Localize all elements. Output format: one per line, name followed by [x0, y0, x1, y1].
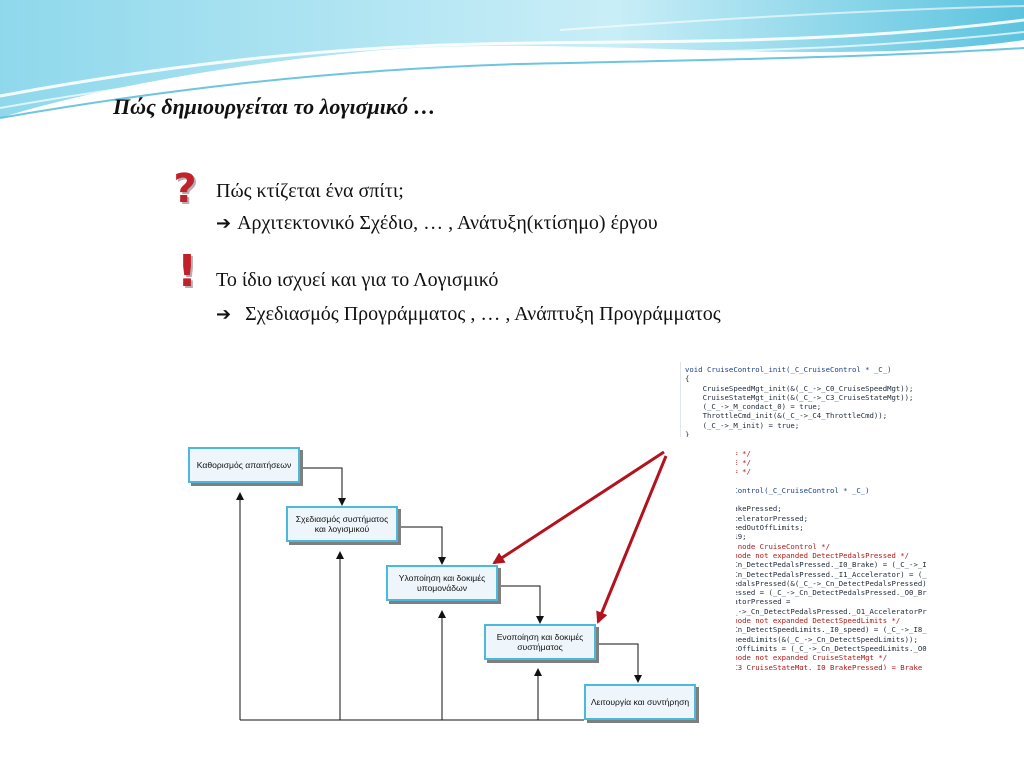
box-unit-implementation: Υλοποίηση και δοκιμές υπομονάδων	[386, 565, 498, 601]
code-line: }	[685, 430, 690, 440]
code-line: (_C_->_Cn_DetectPedalsPressed._O1_Accele…	[685, 606, 927, 616]
code-line: CruiseSpeedMgt_init(&(_C_->_C0_CruiseSpe…	[685, 383, 914, 393]
box-operation-maintenance: Λειτουργία και συντήρηση	[584, 684, 696, 720]
code-line: CruiseStateMgt_init(&(_C_->_C3_CruiseSta…	[685, 392, 914, 402]
flow-arrow-2	[390, 526, 446, 565]
code-line: {	[685, 374, 690, 384]
box-integration-testing: Ενοποίηση και δοκιμές συστήματος	[484, 624, 596, 660]
box-requirements: Καθορισμός απαιτήσεων	[188, 447, 300, 483]
flow-arrow-4	[588, 643, 642, 683]
top-wave-decoration	[0, 0, 1024, 119]
code-line: ThrottleCmd_init(&(_C_->_C4_ThrottleCmd)…	[685, 411, 888, 421]
slide-title: Πώς δημιουργείται το λογισμικό …	[113, 94, 436, 119]
svg-text:?: ?	[175, 168, 198, 212]
exclamation-mark-icon: ! !	[177, 246, 199, 294]
code-line: DetectSpeedLimits(&(_C_->_Cn_DetectSpeed…	[685, 634, 918, 644]
software-statement-line: Το ίδιο ισχυεί και για το Λογισμικό	[216, 269, 498, 292]
flow-arrow-1	[292, 467, 346, 506]
code-line: (_C_->_C3_CruiseStateMgt._I0_BrakePresse…	[685, 662, 923, 671]
code-line: (_C_->_Cn_DetectSpeedLimits._I0_speed) =…	[685, 625, 927, 635]
code-line: (_C_->_Cn_DetectPedalsPressed._I0_Brake)…	[685, 560, 927, 570]
line-text: Το ίδιο ισχυεί και για το Λογισμικό	[216, 269, 499, 291]
diagram-connectors	[236, 467, 642, 721]
box-system-design: Σχεδιασμός συστήματος και λογισμικού	[286, 506, 398, 542]
line-text: Αρχιτεκτονικό Σχέδιο, … , Ανάτυξη(κτίσημ…	[237, 212, 658, 234]
question-mark-icon: ? ?	[173, 166, 198, 212]
code-line: (_C_->_M_condact_0) = true;	[685, 402, 822, 412]
flow-arrow-3	[488, 585, 544, 624]
right-arrow-icon: ➔	[216, 304, 232, 325]
code-line: AcceleratorPressed =	[685, 597, 791, 607]
svg-text:?: ?	[173, 166, 196, 212]
svg-text:!: !	[179, 248, 199, 294]
code-line: void CruiseControl_init(_C_CruiseControl…	[685, 365, 892, 374]
code-line: DetectPedalsPressed(&(_C_->_Cn_DetectPed…	[685, 578, 927, 588]
right-arrow-icon: ➔	[216, 213, 232, 234]
code-line: SpeedOutOffLimits = (_C_->_Cn_DetectSpee…	[685, 643, 927, 653]
house-answer-line: ➔Αρχιτεκτονικό Σχέδιο, … , Ανάτυξη(κτίση…	[216, 212, 658, 235]
line-text: Πώς κτίζεται ένα σπίτι;	[216, 180, 404, 202]
software-answer-line: ➔ Σχεδιασμός Προγράμματος , … , Ανάπτυξη …	[216, 303, 721, 326]
waterfall-diagram: Καθορισμός απαιτήσεων Σχεδιασμός συστήμα…	[180, 437, 736, 739]
svg-text:!: !	[177, 246, 197, 294]
line-text: Σχεδιασμός Προγράμματος , … , Ανάπτυξη Π…	[245, 303, 721, 325]
house-question-line: Πώς κτίζεται ένα σπίτι;	[216, 180, 404, 203]
code-line: (_C_->_Cn_DetectPedalsPressed._I1_Accele…	[685, 569, 927, 579]
code-line: (_C_->_M_init) = true;	[685, 420, 800, 430]
